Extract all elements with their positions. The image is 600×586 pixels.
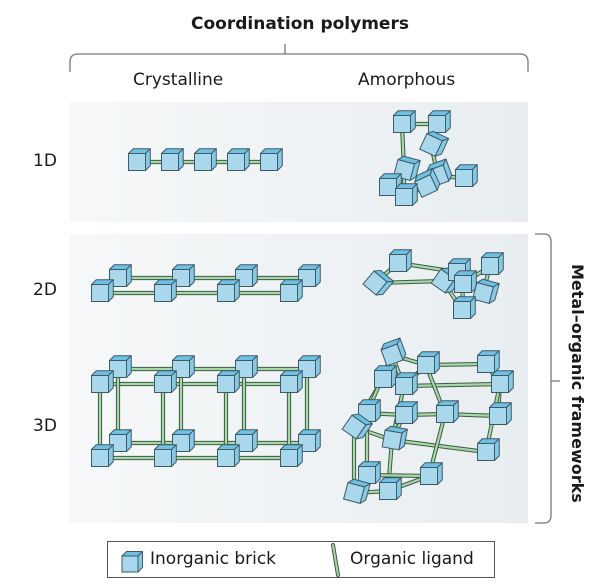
amorphous-1d-brick-7 <box>395 183 418 206</box>
crystalline-2d-brick-3 <box>154 279 177 302</box>
amorphous-3d-brick-15 <box>420 462 443 485</box>
amorphous-3d-brick-4 <box>477 350 500 373</box>
top-bracket <box>69 44 529 72</box>
cube-icon <box>121 551 143 573</box>
crystalline-3d-brick-1 <box>91 370 114 393</box>
amorphous-2d-brick-6 <box>471 278 500 305</box>
column-label-amorphous: Amorphous <box>358 70 456 90</box>
amorphous-2d-brick-7 <box>453 296 476 319</box>
amorphous-3d-brick-11 <box>381 425 408 451</box>
crystalline-1d-brick-4 <box>260 148 283 171</box>
amorphous-1d-brick-0 <box>393 110 416 133</box>
legend-label-brick: Inorganic brick <box>150 549 277 569</box>
amorphous-3d-brick-2 <box>417 351 440 374</box>
crystalline-3d-brick-9 <box>91 444 114 467</box>
crystalline-1d-brick-1 <box>161 148 184 171</box>
amorphous-2d-brick-1 <box>362 269 395 296</box>
amorphous-1d-brick-8 <box>455 164 478 187</box>
amorphous-3d-brick-12 <box>477 438 500 461</box>
legend-brick <box>121 551 143 573</box>
crystalline-2d-brick-1 <box>91 279 114 302</box>
amorphous-3d-brick-16 <box>342 478 371 505</box>
crystalline-1d-brick-2 <box>194 148 217 171</box>
amorphous-3d-brick-8 <box>436 400 459 423</box>
legend-label-ligand: Organic ligand <box>350 549 474 569</box>
crystalline-1d-brick-0 <box>128 148 151 171</box>
amorphous-1d-brick-2 <box>419 130 450 157</box>
crystalline-3d-brick-4 <box>235 355 258 378</box>
amorphous-3d-brick-13 <box>358 461 381 484</box>
amorphous-3d-brick-0 <box>380 337 407 367</box>
crystalline-3d-brick-3 <box>154 370 177 393</box>
crystalline-2d-brick-7 <box>280 279 303 302</box>
row-label-2d: 2D <box>33 280 57 300</box>
amorphous-3d-brick-3 <box>395 372 418 395</box>
amorphous-2d-brick-5 <box>454 270 477 293</box>
crystalline-3d-brick-5 <box>217 370 240 393</box>
amorphous-3d-brick-1 <box>374 365 397 388</box>
row-label-3d: 3D <box>33 416 57 436</box>
diagram-title: Coordination polymers <box>191 14 409 34</box>
amorphous-3d-brick-10 <box>341 413 373 440</box>
amorphous-2d-brick-0 <box>389 249 412 272</box>
amorphous-3d-brick-14 <box>379 477 402 500</box>
crystalline-2d-brick-5 <box>217 279 240 302</box>
legend: Inorganic brick Organic ligand <box>107 541 495 578</box>
mof-label: Metal–organic frameworks <box>568 263 587 503</box>
rod-icon <box>331 543 340 577</box>
row-label-1d: 1D <box>33 151 57 171</box>
column-label-crystalline: Crystalline <box>133 70 224 90</box>
amorphous-3d-brick-7 <box>395 401 418 424</box>
crystalline-3d-brick-7 <box>280 370 303 393</box>
crystalline-3d-brick-13 <box>217 444 240 467</box>
amorphous-3d-brick-9 <box>489 402 512 425</box>
organic-ligand <box>391 437 487 455</box>
crystalline-3d-brick-11 <box>154 444 177 467</box>
side-bracket <box>535 233 560 524</box>
amorphous-1d-brick-1 <box>428 110 451 133</box>
amorphous-2d-brick-4 <box>481 252 504 275</box>
amorphous-3d-brick-5 <box>491 370 514 393</box>
crystalline-3d-brick-15 <box>280 444 303 467</box>
organic-ligand <box>403 381 501 389</box>
crystalline-1d-brick-3 <box>227 148 250 171</box>
amorphous-1d-brick-5 <box>414 167 441 198</box>
